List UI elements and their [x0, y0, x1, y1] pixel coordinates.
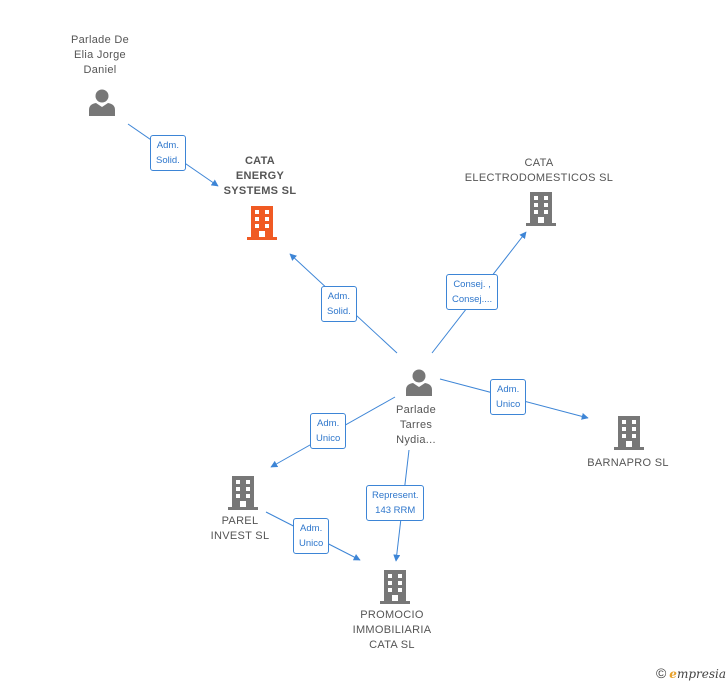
node-label-barnapro[interactable]: BARNAPRO SL — [587, 457, 669, 469]
edge-label-tarres-to-promocio[interactable]: Represent. 143 RRM — [366, 485, 425, 521]
edge-label-elia-to-energy[interactable]: Adm. Solid. — [150, 135, 186, 171]
brand-logo-text: mpresia — [676, 667, 726, 681]
building-icon[interactable] — [614, 416, 644, 450]
edge-label-tarres-to-electro[interactable]: Consej. , Consej.... — [446, 274, 499, 310]
edge-label-parel-to-promocio[interactable]: Adm. Unico — [293, 518, 330, 554]
brand-logo-initial: e — [669, 667, 677, 681]
node-label-cata-electro[interactable]: CATA ELECTRODOMESTICOS SL — [464, 157, 614, 184]
building-icon[interactable] — [526, 192, 556, 226]
footer-brand: ©empresia — [656, 665, 726, 681]
edge-label-tarres-to-energy[interactable]: Adm. Solid. — [321, 286, 357, 322]
edge-label-tarres-to-parel[interactable]: Adm. Unico — [310, 413, 347, 449]
node-label-parlade-tarres[interactable]: Parlade Tarres Nydia... — [395, 404, 436, 446]
edge-label-tarres-to-barnapro[interactable]: Adm. Unico — [490, 379, 527, 415]
person-icon[interactable] — [405, 368, 433, 396]
building-icon[interactable] — [247, 206, 277, 240]
building-icon[interactable] — [380, 570, 410, 604]
node-label-promocio[interactable]: PROMOCIO IMMOBILIARIA CATA SL — [352, 609, 432, 651]
person-icon[interactable] — [88, 88, 116, 116]
node-label-cata-energy[interactable]: CATA ENERGY SYSTEMS SL — [223, 155, 297, 197]
node-label-parlade-elia[interactable]: Parlade De Elia Jorge Daniel — [70, 34, 130, 76]
copyright-icon: © — [655, 665, 667, 681]
node-label-parel-invest[interactable]: PAREL INVEST SL — [210, 515, 270, 542]
building-icon[interactable] — [228, 476, 258, 510]
